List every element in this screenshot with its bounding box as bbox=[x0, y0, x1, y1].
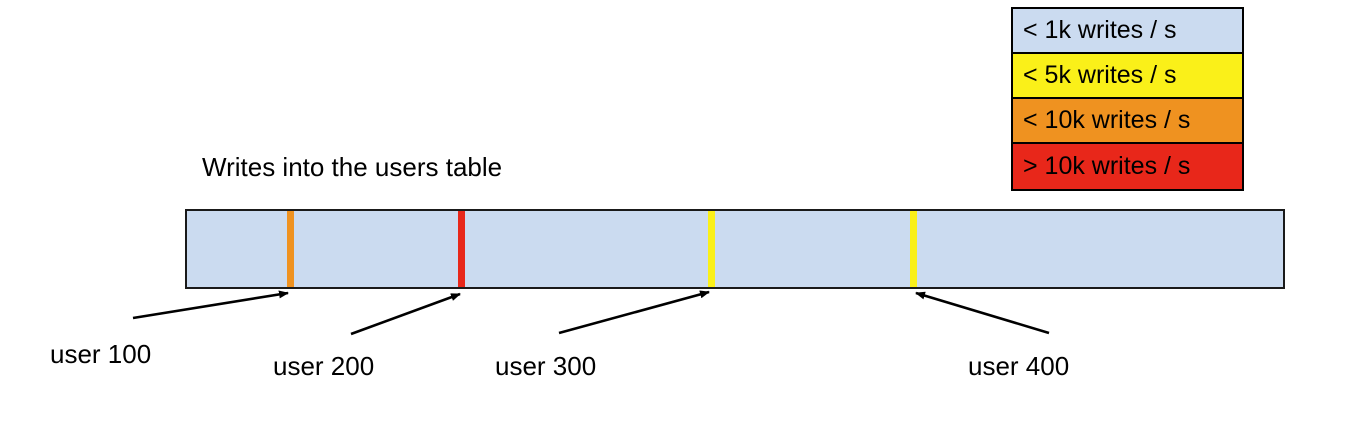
hotspot-stripe-user-400 bbox=[910, 211, 917, 287]
callout-label-user-300: user 300 bbox=[495, 351, 597, 381]
callout-arrow-user-100 bbox=[132, 290, 289, 320]
callout-label-user-200: user 200 bbox=[273, 351, 375, 381]
callout-label-user-100: user 100 bbox=[50, 339, 152, 369]
callout-arrow-user-300 bbox=[558, 290, 710, 335]
legend-label-over-10k: > 10k writes / s bbox=[1023, 152, 1191, 180]
hotspot-stripe-user-200 bbox=[458, 211, 465, 287]
legend-row-under-10k: < 10k writes / s bbox=[1013, 99, 1242, 144]
hotspot-stripe-user-300 bbox=[708, 211, 715, 287]
legend-row-under-1k: < 1k writes / s bbox=[1013, 9, 1242, 54]
legend-row-under-5k: < 5k writes / s bbox=[1013, 54, 1242, 99]
legend-label-under-5k: < 5k writes / s bbox=[1023, 61, 1177, 89]
callout-arrow-user-400 bbox=[915, 291, 1050, 335]
users-table-bar bbox=[185, 209, 1285, 289]
callout-label-user-400: user 400 bbox=[968, 351, 1070, 381]
hotspot-stripe-user-100 bbox=[287, 211, 294, 287]
chart-title: Writes into the users table bbox=[202, 152, 503, 182]
callout-arrow-user-200 bbox=[350, 292, 461, 336]
legend-row-over-10k: > 10k writes / s bbox=[1013, 144, 1242, 189]
legend: < 1k writes / s < 5k writes / s < 10k wr… bbox=[1011, 7, 1244, 191]
legend-label-under-10k: < 10k writes / s bbox=[1023, 106, 1191, 134]
legend-label-under-1k: < 1k writes / s bbox=[1023, 16, 1177, 44]
